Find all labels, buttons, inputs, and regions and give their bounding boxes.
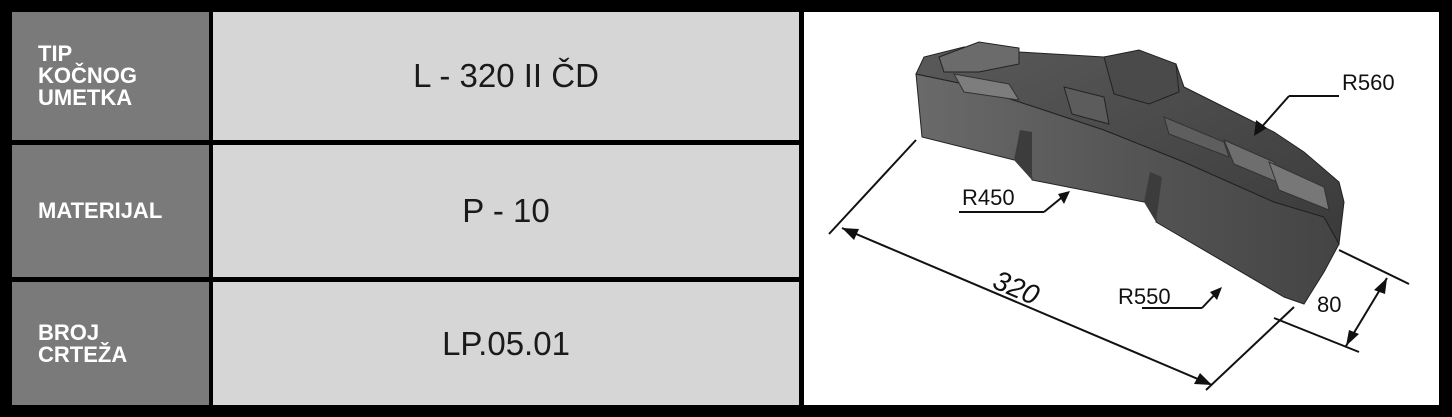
label-line: CRTEŽA [38,341,128,367]
label-drawing-number: BROJ CRTEŽA [12,282,209,405]
brake-insert-illustration: 320 80 R560 R450 [828,41,1410,391]
label-line: UMETKA [38,85,133,110]
label-line: TIP [38,41,73,66]
label-line: KOČNOG [38,63,137,88]
r550-leader [1142,287,1222,309]
r550-label: R550 [1118,284,1171,309]
width-dimension [1273,249,1410,353]
value-drawing-number: LP.05.01 [213,282,799,405]
value-text: LP.05.01 [442,324,570,362]
value-material: P - 10 [213,145,799,277]
r450-leader [959,191,1070,213]
r450-label: R450 [962,185,1015,210]
value-text: P - 10 [462,192,550,229]
brake-insert-drawing: 320 80 R560 R450 [804,12,1439,405]
width-label: 80 [1317,292,1341,317]
length-label: 320 [989,264,1045,311]
brake-insert-block [915,41,1345,305]
r560-leader [1254,95,1339,136]
value-brake-insert-type: L - 320 II ČD [213,12,799,140]
label-brake-insert-type: TIP KOČNOG UMETKA [12,12,209,140]
label-material: MATERIJAL [12,145,209,277]
value-text: L - 320 II ČD [413,57,599,94]
r560-label: R560 [1342,70,1395,95]
label-line: MATERIJAL [38,198,163,223]
label-line: BROJ [38,319,100,345]
